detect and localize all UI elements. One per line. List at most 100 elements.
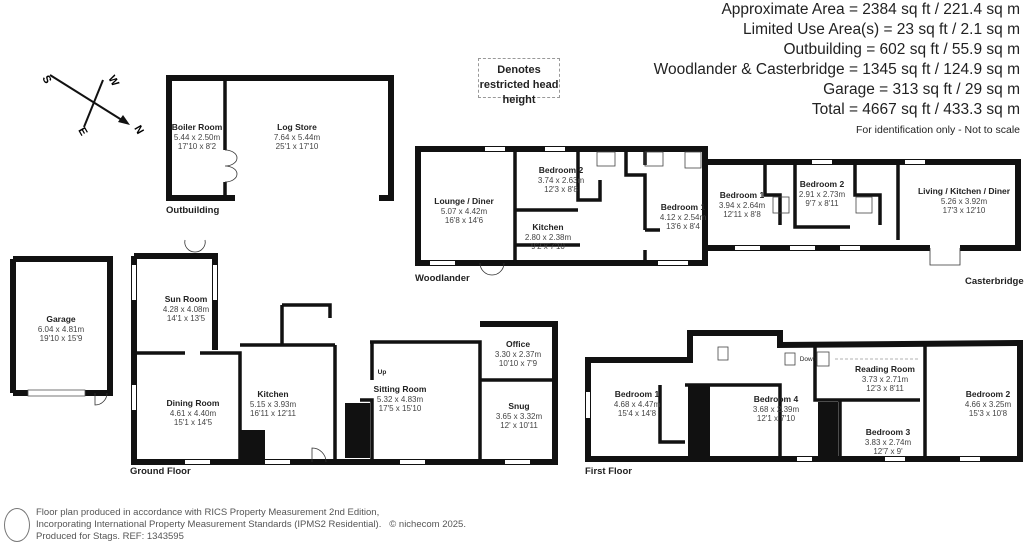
room-name: Garage <box>46 314 76 324</box>
room-imperial: 12'1 x 7'10 <box>757 414 796 423</box>
room-metric: 6.04 x 4.81m <box>38 325 85 334</box>
room-name: Lounge / Diner <box>434 196 494 206</box>
garage-plan <box>10 256 113 406</box>
room-imperial: 25'1 x 17'10 <box>276 142 319 151</box>
room-metric: 3.94 x 2.64m <box>719 201 766 210</box>
stairs-down-label: Down <box>800 356 817 363</box>
room-name: Bedroom 3 <box>866 427 911 437</box>
room-metric: 4.12 x 2.54m <box>660 213 707 222</box>
footer: Floor plan produced in accordance with R… <box>36 507 466 543</box>
room-imperial: 14'1 x 13'5 <box>167 314 206 323</box>
room-metric: 4.68 x 4.47m <box>614 400 661 409</box>
casterbridge-plan: Casterbridge <box>705 159 1024 287</box>
area-summary: Approximate Area = 2384 sq ft / 221.4 sq… <box>654 0 1020 138</box>
room-name: Kitchen <box>257 389 288 399</box>
compass-w: W <box>105 74 121 90</box>
room-name: Log Store <box>277 122 317 132</box>
room-metric: 3.74 x 2.63m <box>538 176 585 185</box>
room-metric: 5.26 x 3.92m <box>941 197 988 206</box>
room-metric: 2.80 x 2.38m <box>525 233 572 242</box>
room-name: Boiler Room <box>172 122 223 132</box>
room-name: Snug <box>508 401 529 411</box>
room-imperial: 12'11 x 8'8 <box>723 210 761 219</box>
compass-e: E <box>75 126 89 138</box>
room-name: Dining Room <box>167 398 220 408</box>
room-imperial: 12' x 10'11 <box>500 421 538 430</box>
room-name: Bedroom 2 <box>966 389 1011 399</box>
room-imperial: 12'7 x 9' <box>873 447 903 456</box>
room-metric: 3.73 x 2.71m <box>862 375 909 384</box>
room-imperial: 12'3 x 8'11 <box>866 384 904 393</box>
room-name: Bedroom 2 <box>800 179 845 189</box>
room-imperial: 17'10 x 8'2 <box>178 142 217 151</box>
room-metric: 4.28 x 4.08m <box>163 305 210 314</box>
room-imperial: 9'7 x 8'11 <box>805 199 839 208</box>
compass-n: N <box>131 124 145 137</box>
compass-icon: S W E N <box>39 74 145 138</box>
ground-floor-plan: Up Ground Floor <box>130 239 558 477</box>
copyright: © nichecom 2025. <box>389 519 466 530</box>
woodlander-plan: Woodlander <box>415 146 708 284</box>
room-metric: 4.66 x 3.25m <box>965 400 1012 409</box>
restricted-head-height-legend: Denotes restricted head height <box>478 58 560 106</box>
room-name: Sun Room <box>165 294 208 304</box>
room-imperial: 15'3 x 10'8 <box>969 409 1008 418</box>
room-imperial: 16'8 x 14'6 <box>445 216 484 225</box>
room-metric: 5.44 x 2.50m <box>174 133 221 142</box>
compass-s: S <box>39 74 53 86</box>
area-line: Garage = 313 sq ft / 29 sq m <box>823 81 1020 98</box>
room-metric: 3.68 x 2.39m <box>753 405 800 414</box>
footer-line-1: Floor plan produced in accordance with R… <box>36 507 380 518</box>
room-name: Bedroom 2 <box>539 165 584 175</box>
first-floor-plan: Down First Floor <box>585 330 1023 477</box>
room-name: Reading Room <box>855 364 915 374</box>
room-metric: 7.64 x 5.44m <box>274 133 321 142</box>
first-floor-label: First Floor <box>585 466 632 477</box>
room-imperial: 19'10 x 15'9 <box>40 334 83 343</box>
woodlander-label: Woodlander <box>415 273 470 284</box>
room-name: Living / Kitchen / Diner <box>918 186 1011 196</box>
area-line: Limited Use Area(s) = 23 sq ft / 2.1 sq … <box>743 21 1020 38</box>
room-metric: 2.91 x 2.73m <box>799 190 846 199</box>
room-metric: 5.15 x 3.93m <box>250 400 297 409</box>
room-name: Bedroom 1 <box>720 190 765 200</box>
room-metric: 5.07 x 4.42m <box>441 207 488 216</box>
room-imperial: 9'2 x 7'10 <box>531 242 565 251</box>
room-metric: 5.32 x 4.83m <box>377 395 424 404</box>
room-imperial: 15'1 x 14'5 <box>174 418 213 427</box>
room-metric: 3.65 x 3.32m <box>496 412 543 421</box>
stairs-up-label: Up <box>378 369 387 376</box>
scale-note: For identification only - Not to scale <box>856 124 1020 136</box>
area-line: Woodlander & Casterbridge = 1345 sq ft /… <box>653 61 1020 78</box>
room-imperial: 12'3 x 8'8 <box>544 185 578 194</box>
room-imperial: 15'4 x 14'8 <box>618 409 657 418</box>
room-imperial: 17'3 x 12'10 <box>943 206 986 215</box>
room-name: Kitchen <box>532 222 563 232</box>
casterbridge-label: Casterbridge <box>965 276 1024 287</box>
outbuilding-plan: Outbuilding <box>166 75 394 216</box>
area-line: Approximate Area = 2384 sq ft / 221.4 sq… <box>721 1 1020 18</box>
area-line: Outbuilding = 602 sq ft / 55.9 sq m <box>783 41 1020 58</box>
room-name: Bedroom 1 <box>615 389 660 399</box>
room-name: Office <box>506 339 530 349</box>
